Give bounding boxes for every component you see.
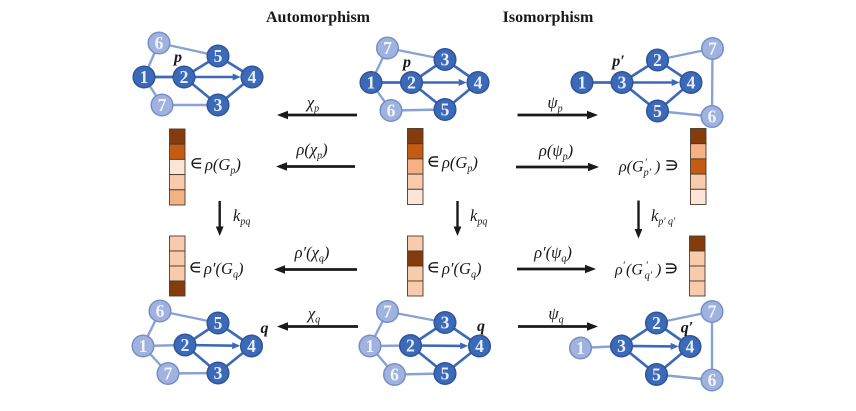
svg-text:p: p xyxy=(172,49,182,66)
svg-text:7: 7 xyxy=(383,301,392,321)
svg-text:ρ′(Gq): ρ′(Gq) xyxy=(203,259,243,281)
svg-text:(G: (G xyxy=(626,262,643,279)
svg-text:ρ(χp): ρ(χp) xyxy=(295,140,327,162)
svg-text:6: 6 xyxy=(387,100,396,120)
svg-text:Automorphism: Automorphism xyxy=(266,9,371,26)
svg-text:3: 3 xyxy=(214,363,223,383)
svg-text:q′: q′ xyxy=(681,320,694,337)
svg-text:p′: p′ xyxy=(610,53,625,70)
svg-text:1: 1 xyxy=(578,72,587,92)
svg-text:p: p xyxy=(401,54,411,71)
svg-text:5: 5 xyxy=(441,363,450,383)
svg-text:6: 6 xyxy=(708,370,717,390)
svg-text:3: 3 xyxy=(617,336,626,356)
svg-text:1: 1 xyxy=(367,72,376,92)
svg-text:2: 2 xyxy=(653,50,662,70)
svg-text:5: 5 xyxy=(214,313,223,333)
svg-text:1: 1 xyxy=(576,338,585,358)
svg-text:4: 4 xyxy=(475,336,484,356)
svg-text:6: 6 xyxy=(708,106,717,126)
svg-text:5: 5 xyxy=(653,101,662,121)
svg-text:3: 3 xyxy=(441,49,450,69)
svg-text:7: 7 xyxy=(383,38,392,58)
svg-text:2: 2 xyxy=(181,335,190,355)
svg-text:4: 4 xyxy=(474,72,483,92)
svg-text:2: 2 xyxy=(652,313,661,333)
svg-text:4: 4 xyxy=(248,67,257,87)
svg-text:2: 2 xyxy=(407,72,416,92)
svg-text:ρ′(Gq): ρ′(Gq) xyxy=(441,259,481,281)
svg-text:q: q xyxy=(261,320,269,337)
svg-text:1: 1 xyxy=(139,336,148,356)
svg-text:3: 3 xyxy=(441,312,450,332)
svg-text:): ) xyxy=(655,262,661,279)
svg-text:p′: p′ xyxy=(643,167,652,178)
svg-text:7: 7 xyxy=(708,301,717,321)
svg-text:q: q xyxy=(477,318,485,335)
svg-text:ρ(Gp): ρ(Gp) xyxy=(204,155,241,177)
svg-text:5: 5 xyxy=(441,99,450,119)
svg-text:6: 6 xyxy=(156,301,165,321)
svg-text:): ) xyxy=(654,159,660,176)
svg-text:ρ(ψp): ρ(ψp) xyxy=(538,141,573,163)
svg-text:7: 7 xyxy=(164,363,173,383)
svg-text:4: 4 xyxy=(686,336,695,356)
svg-text:6: 6 xyxy=(390,364,399,384)
svg-text:3: 3 xyxy=(618,72,627,92)
svg-text:4: 4 xyxy=(687,72,696,92)
svg-text:4: 4 xyxy=(247,336,256,356)
svg-text:q′: q′ xyxy=(645,271,653,282)
svg-text:2: 2 xyxy=(406,335,415,355)
svg-text:7: 7 xyxy=(708,38,717,58)
svg-text:ρ(Gp): ρ(Gp) xyxy=(441,153,478,175)
svg-text:1: 1 xyxy=(366,336,375,356)
svg-text:ρ(G: ρ(G xyxy=(618,159,644,176)
svg-text:7: 7 xyxy=(158,95,167,115)
svg-text:5: 5 xyxy=(214,46,223,66)
svg-text:ρ′(ψq): ρ′(ψq) xyxy=(533,243,572,265)
svg-text:ρ′(χq): ρ′(χq) xyxy=(294,243,330,265)
svg-text:5: 5 xyxy=(652,364,661,384)
svg-text:1: 1 xyxy=(140,67,149,87)
svg-text:Isomorphism: Isomorphism xyxy=(503,9,594,26)
svg-text:6: 6 xyxy=(155,33,164,53)
svg-text:2: 2 xyxy=(180,67,189,87)
svg-text:3: 3 xyxy=(214,95,223,115)
